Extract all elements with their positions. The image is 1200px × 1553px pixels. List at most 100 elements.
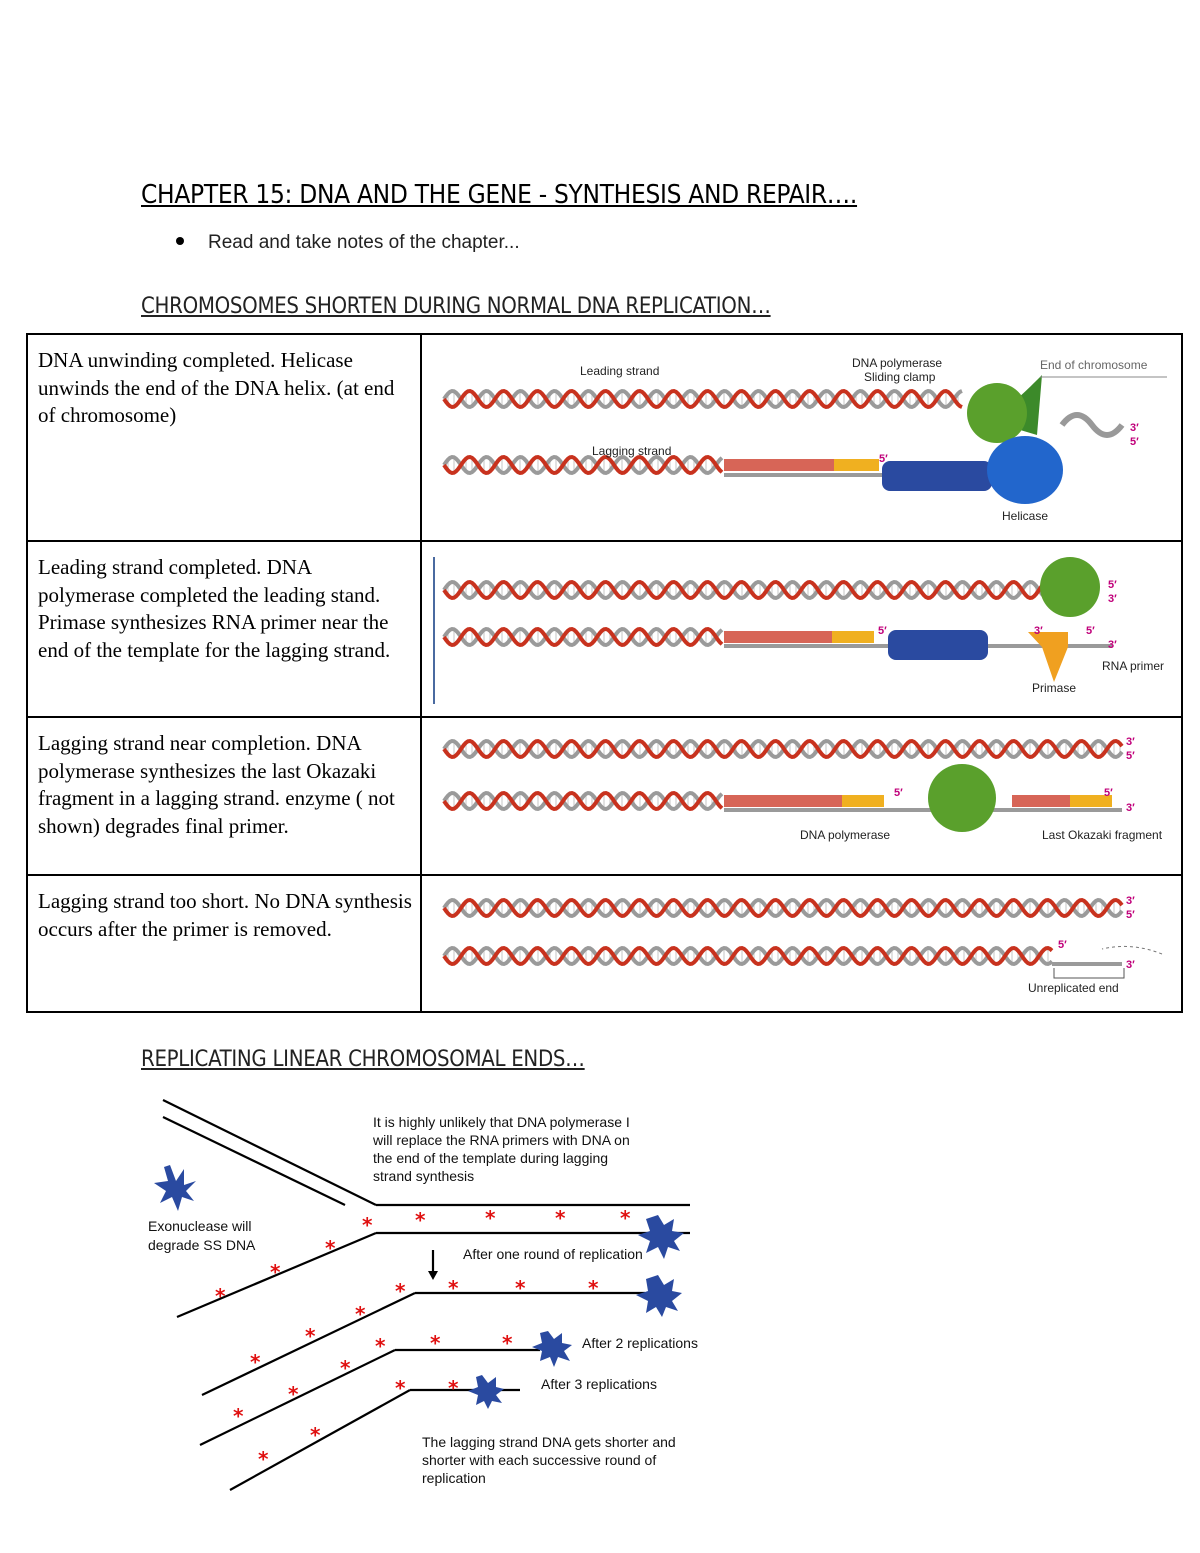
svg-text:5′: 5′ <box>879 453 888 465</box>
dna-polymerase-icon <box>967 383 1027 443</box>
bullet-item: Read and take notes of the chapter... <box>176 232 520 254</box>
svg-text:3′: 3′ <box>1130 422 1139 434</box>
unwinding-illustration: Leading strand Lagging strand DNA polyme… <box>442 356 1167 523</box>
step-description: Lagging strand too short. No DNA synthes… <box>26 874 422 1013</box>
svg-text:3′: 3′ <box>1126 895 1135 907</box>
note-line: will replace the RNA primers with DNA on <box>372 1132 630 1148</box>
figure-unwinding: Leading strand Lagging strand DNA polyme… <box>420 333 1183 542</box>
after-one-label: After one round of replication <box>463 1246 643 1262</box>
lagging-too-short-illustration: 5′ 3′ 3′ 5′ Unreplicated end <box>442 895 1163 995</box>
conclusion-line: shorter with each successive round of <box>422 1452 656 1468</box>
table-row: Lagging strand near completion. DNA poly… <box>26 716 1183 876</box>
replication-steps-table: DNA unwinding completed. Helicase unwind… <box>26 333 1183 1013</box>
dna-helix-icon <box>442 738 1124 760</box>
svg-text:*: * <box>448 1376 459 1400</box>
svg-text:DNA polymerase: DNA polymerase <box>852 356 942 370</box>
svg-text:Leading strand: Leading strand <box>580 364 659 378</box>
helicase-icon <box>987 436 1063 504</box>
svg-text:*: * <box>258 1447 269 1471</box>
linear-ends-diagram: ***** *** **** *** *** *** ** ** It is h… <box>148 1099 698 1491</box>
svg-text:RNA primer: RNA primer <box>1102 659 1164 673</box>
svg-text:*: * <box>355 1302 366 1326</box>
primer-star-markers: ***** *** **** *** *** *** ** ** <box>215 1206 631 1471</box>
conclusion-line: The lagging strand DNA gets shorter and <box>422 1434 676 1450</box>
svg-text:*: * <box>310 1423 321 1447</box>
burst-icon <box>468 1375 504 1409</box>
svg-text:*: * <box>215 1284 226 1308</box>
svg-text:Lagging strand: Lagging strand <box>592 444 671 458</box>
table-row: DNA unwinding completed. Helicase unwind… <box>26 333 1183 542</box>
bullet-text: Read and take notes of the chapter... <box>208 232 520 253</box>
svg-text:*: * <box>395 1279 406 1303</box>
svg-text:3′: 3′ <box>1108 639 1117 651</box>
exonuclease-label: Exonuclease will <box>148 1218 252 1234</box>
svg-text:*: * <box>395 1376 406 1400</box>
svg-text:*: * <box>515 1276 526 1300</box>
exonuclease-burst-icon <box>154 1165 196 1211</box>
note-line: strand synthesis <box>373 1168 474 1184</box>
svg-text:Sliding clamp: Sliding clamp <box>864 370 936 384</box>
dna-polymerase-icon <box>1040 557 1100 617</box>
primase-icon <box>1028 632 1068 682</box>
note-line: the end of the template during lagging <box>373 1150 608 1166</box>
svg-text:End of chromosome: End of chromosome <box>1040 358 1148 372</box>
dna-helix-icon <box>442 626 724 648</box>
svg-text:*: * <box>502 1331 513 1355</box>
okazaki-fragments-icon <box>882 461 992 491</box>
svg-text:5′: 5′ <box>878 625 887 637</box>
svg-text:*: * <box>270 1260 281 1284</box>
svg-text:*: * <box>485 1206 496 1230</box>
svg-text:3′: 3′ <box>1108 593 1117 605</box>
leading-complete-illustration: 5′ 3′ 5′ 5′ 3′ 3′ RNA primer Primase <box>433 557 1164 704</box>
conclusion-line: replication <box>422 1470 486 1486</box>
svg-text:*: * <box>233 1404 244 1428</box>
step-description: DNA unwinding completed. Helicase unwind… <box>26 333 422 542</box>
figure-lagging-too-short: 5′ 3′ 3′ 5′ Unreplicated end <box>420 874 1183 1013</box>
svg-text:*: * <box>415 1208 426 1232</box>
okazaki-fragments-icon <box>888 630 988 660</box>
figure-leading-complete: 5′ 3′ 5′ 5′ 3′ 3′ RNA primer Primase <box>420 540 1183 718</box>
svg-text:*: * <box>620 1206 631 1230</box>
burst-icon <box>636 1275 682 1317</box>
svg-text:5′: 5′ <box>1058 939 1067 951</box>
svg-text:5′: 5′ <box>1130 436 1139 448</box>
svg-text:5′: 5′ <box>1126 750 1135 762</box>
burst-icon <box>532 1331 572 1367</box>
svg-text:3′: 3′ <box>1126 736 1135 748</box>
svg-text:*: * <box>555 1206 566 1230</box>
svg-text:Last Okazaki fragment: Last Okazaki fragment <box>1042 828 1163 842</box>
svg-text:*: * <box>430 1331 441 1355</box>
figure-lagging-near-complete: 5′ 5′ 3′ 3′ 5′ DNA polymerase Last Okaza… <box>420 716 1183 876</box>
table-row: Leading strand completed. DNA polymerase… <box>26 540 1183 718</box>
exonuclease-label: degrade SS DNA <box>148 1237 256 1253</box>
svg-text:*: * <box>375 1334 386 1358</box>
bullet-dot-icon <box>176 236 184 245</box>
page-title: CHAPTER 15: DNA AND THE GENE - SYNTHESIS… <box>141 180 858 210</box>
dna-helix-icon <box>442 945 1054 967</box>
step-description: Lagging strand near completion. DNA poly… <box>26 716 422 876</box>
dna-helix-icon <box>442 454 724 476</box>
svg-text:3′: 3′ <box>1126 802 1135 814</box>
svg-text:*: * <box>288 1382 299 1406</box>
note-line: It is highly unlikely that DNA polymeras… <box>373 1114 630 1130</box>
arrow-down-icon <box>428 1271 438 1280</box>
dna-helix-icon <box>442 897 1124 919</box>
svg-text:5′: 5′ <box>1086 625 1095 637</box>
dna-helix-icon <box>442 579 1064 601</box>
after-three-label: After 3 replications <box>541 1376 657 1392</box>
svg-text:*: * <box>362 1213 373 1237</box>
svg-text:*: * <box>325 1236 336 1260</box>
svg-text:*: * <box>340 1356 351 1380</box>
svg-text:*: * <box>250 1350 261 1374</box>
table-row: Lagging strand too short. No DNA synthes… <box>26 874 1183 1013</box>
dna-polymerase-icon <box>928 764 996 832</box>
svg-text:5′: 5′ <box>894 787 903 799</box>
section-heading-linear-ends: REPLICATING LINEAR CHROMOSOMAL ENDS… <box>141 1047 585 1072</box>
svg-text:3′: 3′ <box>1034 625 1043 637</box>
dna-helix-icon <box>442 790 724 812</box>
svg-text:5′: 5′ <box>1108 579 1117 591</box>
svg-text:3′: 3′ <box>1126 959 1135 971</box>
dna-helix-icon <box>442 388 963 410</box>
svg-text:*: * <box>588 1276 599 1300</box>
svg-text:5′: 5′ <box>1126 909 1135 921</box>
